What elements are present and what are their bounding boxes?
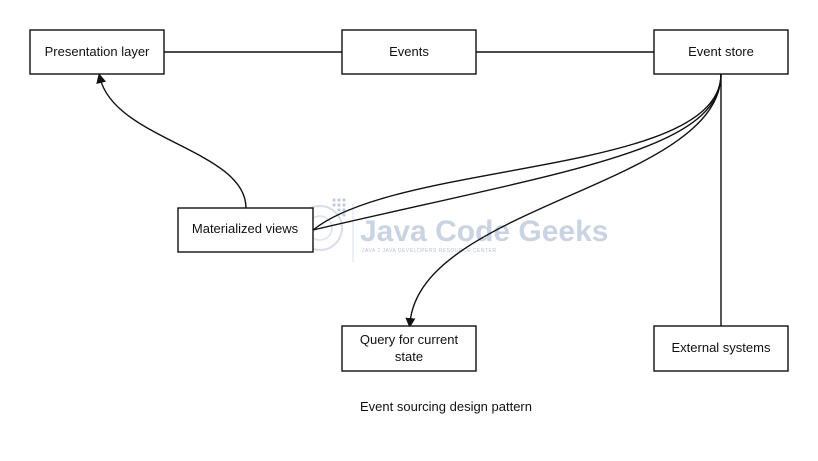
node-event-store: Event store [653,29,789,75]
watermark-dots-icon [332,198,346,217]
node-label: External systems [672,340,771,355]
edges [96,51,722,328]
node-label: Events [389,44,429,59]
node-box [177,207,314,253]
edge-materialized-presentation [96,73,247,209]
node-box [653,325,789,372]
node-query-current-state: Query for current state [341,325,477,372]
edge-eventstore-query [405,73,722,328]
node-events: Events [341,29,477,75]
edge-eventstore-materialized-2 [312,73,722,231]
node-box [341,325,477,372]
node-box [653,29,789,75]
node-box [341,29,477,75]
watermark-logo: Java Code Geeks JAVA 2 JAVA DEVELOPERS R… [297,198,608,262]
watermark-tagline: JAVA 2 JAVA DEVELOPERS RESOURCE CENTER [362,248,497,254]
node-label-line1: Query for current [360,332,459,347]
node-label-line2: state [395,349,423,364]
node-presentation-layer: Presentation layer [29,29,165,75]
edge-eventstore-materialized [312,73,722,231]
node-box [29,29,165,75]
node-label: Materialized views [192,221,299,236]
node-label: Presentation layer [45,44,150,59]
diagram-caption: Event sourcing design pattern [360,399,532,414]
node-external-systems: External systems [653,325,789,372]
node-label: Event store [688,44,754,59]
watermark-brand: Java Code Geeks [360,215,608,248]
node-materialized-views: Materialized views [177,207,314,253]
